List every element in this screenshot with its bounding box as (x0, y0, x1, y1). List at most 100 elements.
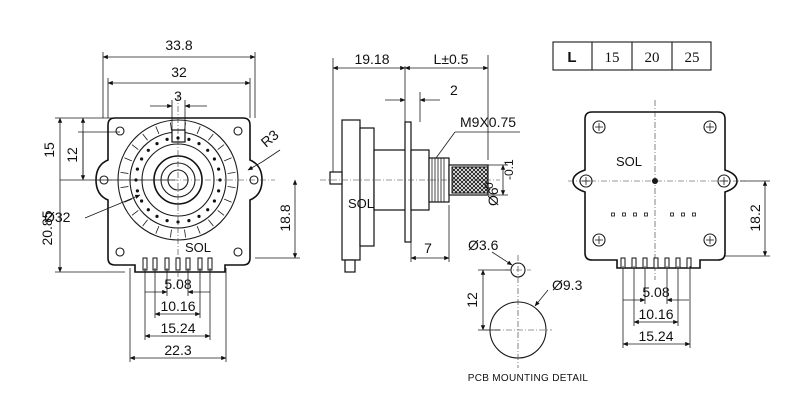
dim-pin-1016: 10.16 (160, 298, 195, 314)
length-table: L 15 20 25 (552, 41, 712, 71)
dim-left-2085: 20.85 (39, 210, 55, 245)
ring-tick (170, 229, 172, 238)
ring-tick (208, 133, 214, 141)
contact-dot (140, 157, 144, 161)
ring-tick (142, 133, 148, 141)
pad (644, 212, 648, 217)
rear-pins (620, 257, 692, 269)
ring-tick (142, 219, 148, 227)
rear-screws (579, 120, 731, 247)
dim-pin-1524-rear: 15.24 (638, 328, 673, 344)
shaft-tol-lower: -0.1 (502, 159, 516, 180)
ring-tick (196, 126, 201, 134)
contact-dot (197, 142, 201, 146)
screw-head (592, 120, 606, 134)
dim-pin-1016-rear: 10.16 (638, 306, 673, 322)
ring-tick (224, 157, 232, 162)
dim-2: 2 (450, 82, 458, 98)
contact-dot (155, 214, 159, 218)
pcb-caption: PCB MOUNTING DETAIL (468, 373, 589, 384)
contact-dot (146, 208, 150, 212)
dim-pin-1524: 15.24 (160, 320, 195, 336)
contact-dot (212, 157, 216, 161)
contact-dot (187, 219, 191, 223)
contact-dot (176, 136, 180, 140)
dim-left-15: 15 (41, 142, 57, 158)
dim-hole-small: Ø3.6 (468, 237, 499, 253)
dim-7: 7 (424, 240, 432, 256)
contact-dot (217, 167, 221, 171)
shaft-tol-upper: 0 (482, 182, 496, 189)
ring-tick (120, 186, 129, 188)
contact-ring (120, 122, 236, 238)
dim-right-188: 18.8 (277, 204, 293, 231)
front-view: 33.8 32 3 20.85 15 12 (39, 37, 300, 362)
label-sol-side: SOL (348, 196, 374, 211)
ring-tick (124, 157, 132, 162)
front-pins (142, 257, 213, 271)
ring-tick (208, 219, 214, 227)
pad (622, 212, 626, 217)
contact-dot (206, 148, 210, 152)
ring-tick (196, 226, 201, 234)
pad (670, 212, 674, 217)
screw-head (703, 233, 717, 247)
dim-pin-223: 22.3 (164, 342, 191, 358)
dim-dia: Ø32 (44, 209, 71, 225)
contact-dot (165, 219, 169, 223)
table-cell: 25 (685, 50, 700, 66)
contact-dot (146, 148, 150, 152)
contact-dot (217, 189, 221, 193)
ring-tick (170, 122, 172, 131)
contact-dot (187, 137, 191, 141)
side-view: 19.18 L±0.5 2 M9X0.75 Ø6 0 - (320, 51, 520, 273)
rear-pads (611, 212, 696, 217)
dim-body-width: 32 (171, 64, 187, 80)
contact-dot (206, 208, 210, 212)
dim-pin-508: 5.08 (164, 276, 191, 292)
ring-tick (224, 198, 232, 203)
ring-tick (184, 122, 186, 131)
dim-overall-width: 33.8 (165, 37, 192, 53)
screw-head (592, 233, 606, 247)
contact-dot (135, 189, 139, 193)
ring-tick (155, 226, 160, 234)
pad (692, 212, 696, 217)
ring-tick (217, 210, 225, 216)
ring-tick (227, 172, 236, 174)
dim-pin-508-rear: 5.08 (642, 284, 669, 300)
pad (611, 212, 615, 217)
ring-tick (217, 144, 225, 150)
table-header-l: L (567, 49, 576, 66)
pad (681, 212, 685, 217)
ring-tick (124, 198, 132, 203)
dim-spacing: 12 (464, 292, 480, 308)
contact-dot (140, 199, 144, 203)
solder-pin (686, 257, 692, 269)
dim-hole-large: Ø9.3 (552, 277, 583, 293)
pad (633, 212, 637, 217)
dim-1918: 19.18 (354, 51, 389, 67)
solder-pin (175, 257, 181, 271)
table-cell: 15 (605, 50, 620, 66)
dim-radius: R3 (258, 126, 282, 150)
contact-dot (165, 137, 169, 141)
contact-dot (155, 142, 159, 146)
ring-tick (184, 229, 186, 238)
dim-right-182: 18.2 (747, 204, 763, 231)
solder-pin (653, 257, 659, 269)
shaft-dia: Ø6 (485, 187, 501, 206)
screw-head (703, 120, 717, 134)
ring-tick (131, 210, 139, 216)
rear-view: SOL 18.2 5.08 10.16 15.24 (568, 100, 770, 348)
dim-left-12: 12 (64, 147, 80, 163)
ring-tick (120, 172, 129, 174)
ring-tick (227, 186, 236, 188)
thread-spec: M9X0.75 (460, 114, 516, 130)
ring-tick (131, 144, 139, 150)
contact-dot (135, 167, 139, 171)
label-sol-front: SOL (185, 240, 211, 255)
pcb-mounting-detail: 12 Ø3.6 Ø9.3 PCB MOUNTING DETAIL (464, 237, 588, 384)
